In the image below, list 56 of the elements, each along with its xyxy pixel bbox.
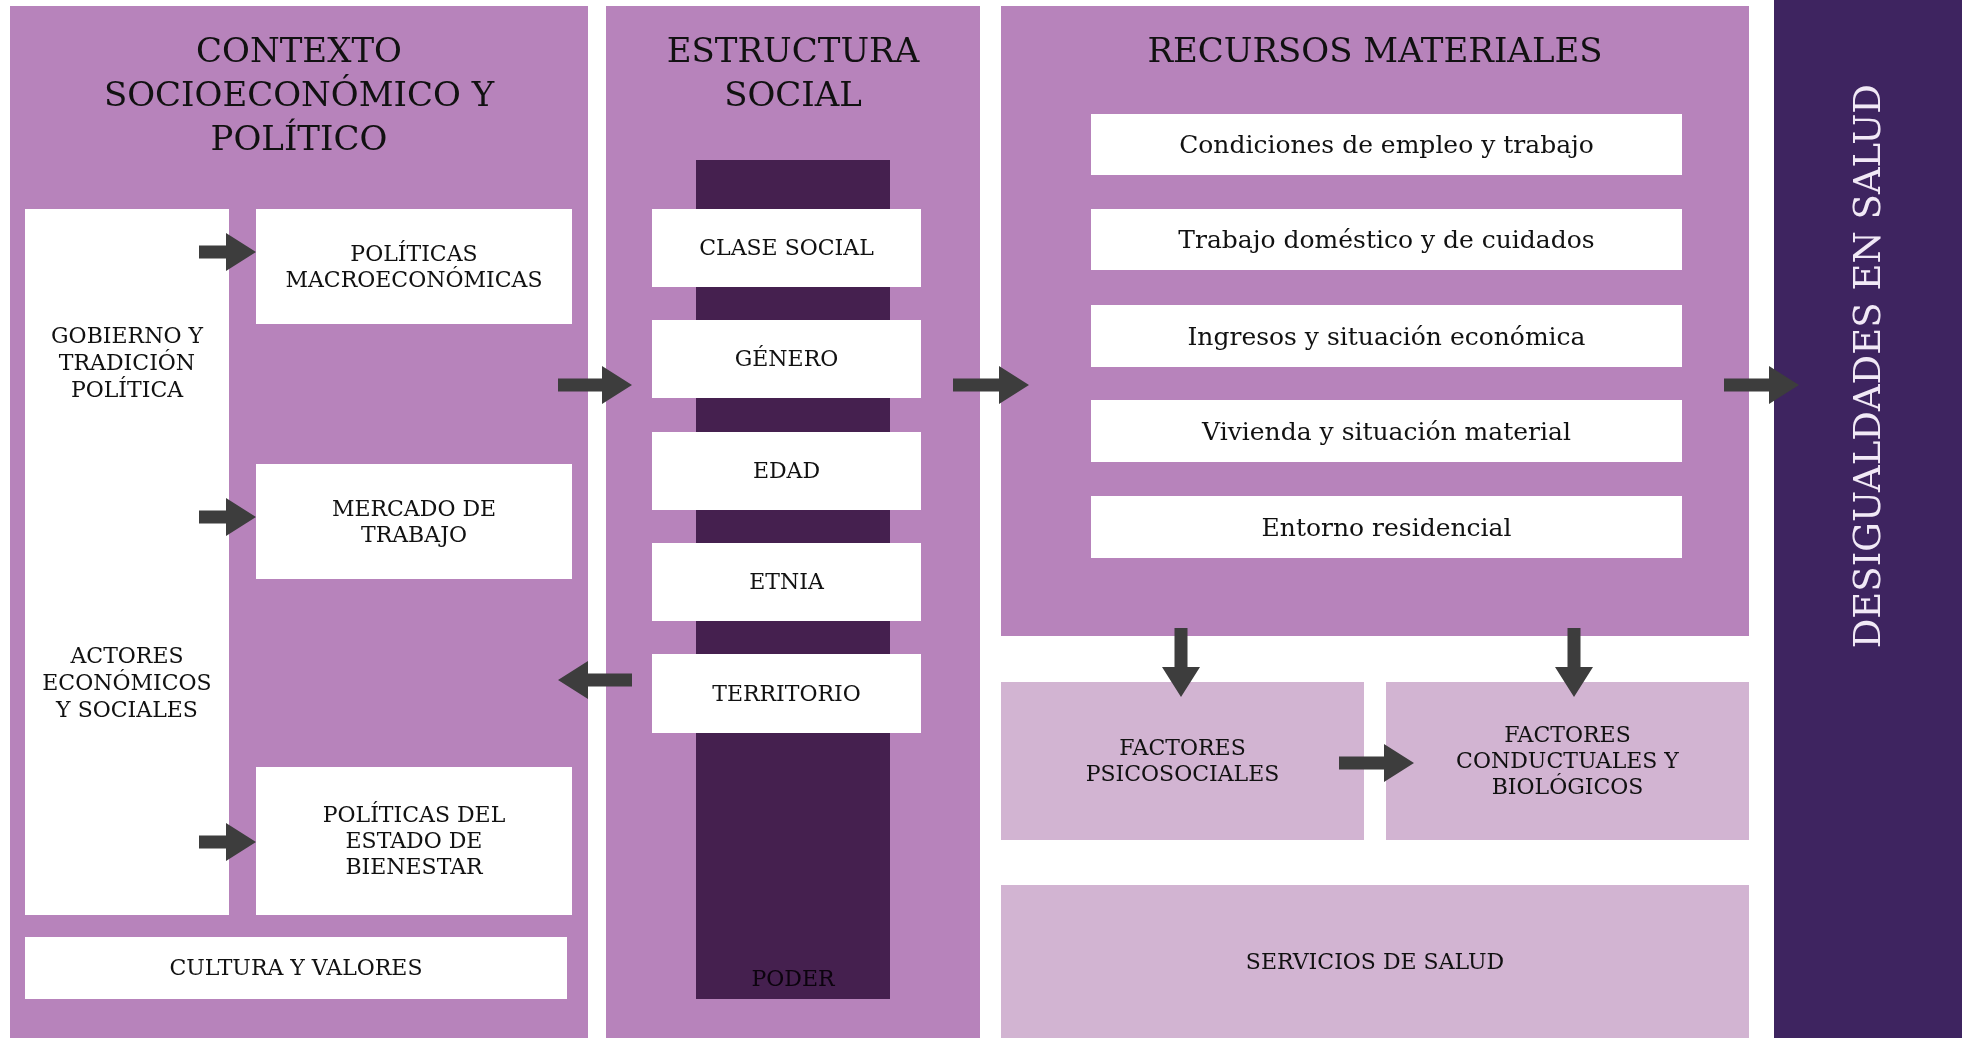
category-box [256, 767, 572, 915]
arrow [558, 366, 632, 404]
arrow [199, 498, 256, 536]
arrow [199, 823, 256, 861]
arrow [1162, 628, 1200, 697]
category-box [652, 432, 921, 510]
resource-box [1091, 209, 1682, 270]
box-text: TERRITORIO [712, 680, 861, 707]
factor-box [1386, 682, 1749, 840]
box-text: FACTORES PSICOSOCIALES [1084, 735, 1281, 787]
panel-background [1001, 6, 1749, 636]
arrow [199, 233, 256, 271]
box-text: FACTORES CONDUCTUALES Y BIOLÓGICOS [1455, 722, 1680, 800]
factor-box [1001, 885, 1749, 1038]
box-text: CULTURA Y VALORES [169, 955, 423, 981]
box-text: MERCADO DE TRABAJO [330, 495, 498, 548]
box-text: EDAD [752, 458, 821, 484]
category-box [25, 937, 567, 999]
box-text: Condiciones de empleo y trabajo [1179, 130, 1594, 159]
box-text: POLÍTICAS MACROECONÓMICAS [284, 240, 544, 293]
box-text: CLASE SOCIAL [699, 235, 874, 261]
category-box [256, 464, 572, 579]
category-box [652, 209, 921, 287]
resource-box [1091, 305, 1682, 367]
panel-title: ESTRUCTURA SOCIAL [665, 29, 921, 116]
category-box [652, 320, 921, 398]
panel-background [10, 6, 588, 1038]
arrow [558, 661, 632, 699]
actors-box [25, 209, 229, 915]
box-text: ETNIA [749, 569, 824, 595]
resource-box [1091, 496, 1682, 558]
arrow [1724, 366, 1799, 404]
panel-background [606, 6, 980, 1038]
panel-title: RECURSOS MATERIALES [1146, 29, 1604, 72]
box-text: Trabajo doméstico y de cuidados [1178, 225, 1595, 254]
box-text: GOBIERNO Y TRADICIÓN POLÍTICA [50, 322, 205, 403]
arrow [1339, 744, 1414, 782]
resource-box [1091, 400, 1682, 462]
category-box [652, 543, 921, 621]
box-text: Ingresos y situación económica [1187, 321, 1586, 351]
box-text: POLÍTICAS DEL ESTADO DE BIENESTAR [321, 802, 507, 880]
panel-title: CONTEXTO SOCIOECONÓMICO Y POLÍTICO [102, 29, 496, 160]
factor-box [1001, 682, 1364, 840]
category-box [256, 209, 572, 324]
outcome-title: DESIGUALDADES EN SALUD [1846, 84, 1890, 649]
column-label: PODER [751, 966, 835, 991]
box-text: Vivienda y situación material [1202, 416, 1571, 446]
category-box [652, 654, 921, 733]
box-text: Entorno residencial [1261, 512, 1512, 542]
box-text: ACTORES ECONÓMICOS Y SOCIALES [41, 642, 213, 723]
box-text: SERVICIOS DE SALUD [1245, 948, 1505, 975]
outcome-bar [1774, 0, 1962, 1038]
arrow [1555, 628, 1593, 697]
box-text: GÉNERO [734, 346, 839, 372]
arrow [953, 366, 1029, 404]
resource-box [1091, 114, 1682, 175]
